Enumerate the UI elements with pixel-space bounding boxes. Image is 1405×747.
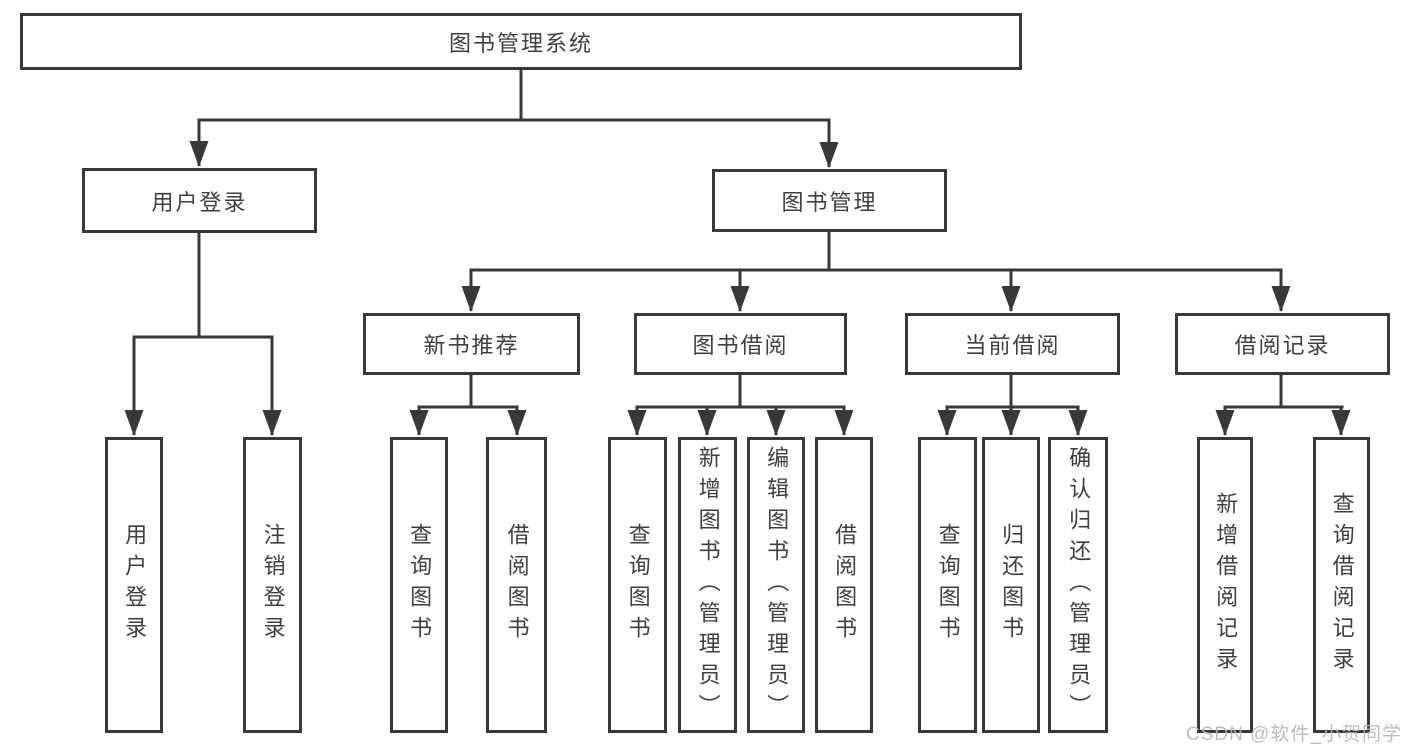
node-leaf-borrow-book: 借阅图书 [815, 437, 873, 733]
node-leaf-logout: 注销登录 [243, 437, 302, 733]
node-leaf-borrow-query: 查询图书 [608, 437, 667, 733]
node-user-login-group-label: 用户登录 [151, 189, 248, 215]
node-book-management-label: 图书管理 [781, 189, 878, 215]
node-leaf-current-query-label: 查询图书 [935, 523, 961, 647]
node-leaf-return-book: 归还图书 [982, 437, 1040, 733]
node-leaf-borrow-book-label: 借阅图书 [832, 523, 858, 647]
node-leaf-edit-book-admin: 编辑图书（管理员） [747, 437, 805, 733]
node-book-borrow: 图书借阅 [634, 313, 847, 375]
node-current-borrow: 当前借阅 [905, 313, 1120, 375]
node-leaf-newbook-borrow-label: 借阅图书 [504, 523, 530, 647]
node-current-borrow-label: 当前借阅 [964, 333, 1061, 358]
node-leaf-add-borrow-record-label: 新增借阅记录 [1213, 492, 1239, 678]
node-leaf-logout-label: 注销登录 [260, 523, 286, 647]
node-root: 图书管理系统 [20, 13, 1022, 70]
node-leaf-return-book-label: 归还图书 [999, 523, 1025, 647]
node-leaf-edit-book-admin-label: 编辑图书（管理员） [764, 445, 790, 725]
node-leaf-current-query: 查询图书 [918, 437, 977, 733]
node-new-book-recommend-label: 新书推荐 [423, 333, 520, 358]
node-book-management: 图书管理 [712, 169, 947, 232]
node-leaf-confirm-return-admin: 确认归还（管理员） [1048, 437, 1108, 733]
node-leaf-newbook-borrow: 借阅图书 [486, 437, 547, 733]
node-leaf-user-login: 用户登录 [105, 437, 163, 733]
node-user-login-group: 用户登录 [82, 168, 317, 233]
node-leaf-query-borrow-record: 查询借阅记录 [1313, 437, 1370, 733]
node-leaf-add-book-admin: 新增图书（管理员） [678, 437, 737, 733]
node-leaf-user-login-label: 用户登录 [122, 523, 148, 647]
node-borrow-records: 借阅记录 [1175, 313, 1390, 375]
node-leaf-add-book-admin-label: 新增图书（管理员） [695, 445, 721, 725]
node-leaf-newbook-query: 查询图书 [390, 437, 448, 733]
csdn-watermark: CSDN @软件_小贺同学 [1186, 724, 1402, 745]
node-book-borrow-label: 图书借阅 [692, 333, 789, 358]
node-leaf-borrow-query-label: 查询图书 [625, 523, 651, 647]
node-root-label: 图书管理系统 [448, 30, 593, 56]
node-borrow-records-label: 借阅记录 [1234, 333, 1331, 358]
node-new-book-recommend: 新书推荐 [363, 313, 580, 375]
node-leaf-add-borrow-record: 新增借阅记录 [1197, 437, 1253, 733]
node-leaf-query-borrow-record-label: 查询借阅记录 [1329, 492, 1355, 678]
node-leaf-confirm-return-admin-label: 确认归还（管理员） [1066, 445, 1092, 725]
node-leaf-newbook-query-label: 查询图书 [407, 523, 433, 647]
